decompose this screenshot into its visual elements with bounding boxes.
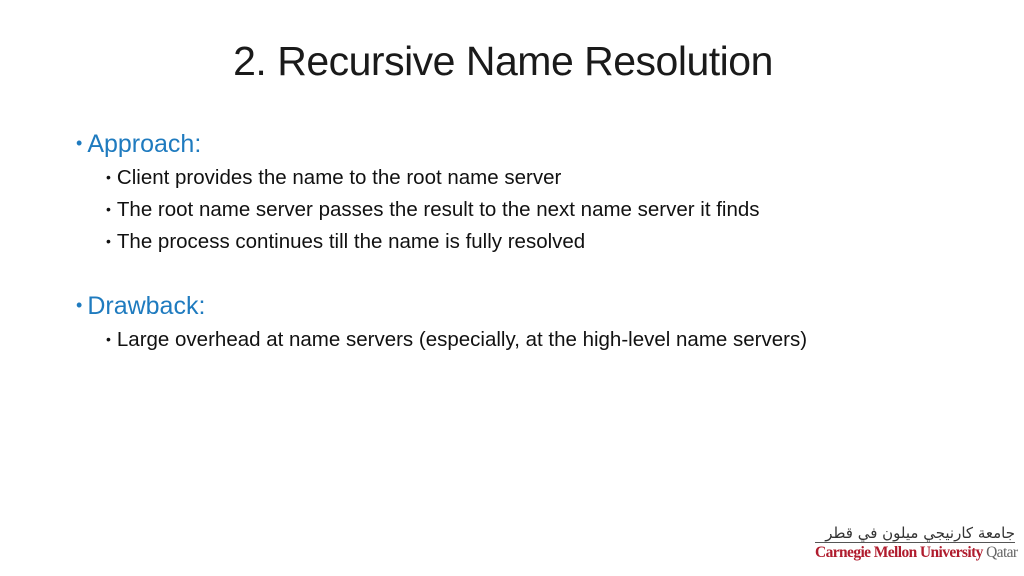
bullet-icon: • <box>106 331 111 347</box>
bullet-icon: • <box>76 133 83 153</box>
logo-english-text: Carnegie Mellon University Qatar <box>815 543 1018 563</box>
list-item-text: Client provides the name to the root nam… <box>116 166 562 189</box>
list-item: • The root name server passes the result… <box>106 194 760 226</box>
list-item-text: The process continues till the name is f… <box>116 230 586 253</box>
section-approach: • Approach: • Client provides the name t… <box>76 126 760 258</box>
list-item: • Large overhead at name servers (especi… <box>106 324 807 356</box>
list-item: • Client provides the name to the root n… <box>106 162 760 194</box>
logo-location: Qatar <box>986 544 1018 561</box>
bullet-icon: • <box>106 201 111 217</box>
bullet-icon: • <box>106 169 111 185</box>
list-item-text: Large overhead at name servers (especial… <box>116 328 808 351</box>
bullet-icon: • <box>76 295 83 315</box>
section-heading: • Drawback: <box>76 288 807 324</box>
logo-arabic-text: جامعة كارنيجي ميلون في قطر <box>815 524 1016 543</box>
heading-drawback: Drawback: <box>87 292 206 320</box>
list-item: • The process continues till the name is… <box>106 226 760 258</box>
list-item-text: The root name server passes the result t… <box>116 198 760 221</box>
slide-title: 2. Recursive Name Resolution <box>233 38 773 84</box>
heading-approach: Approach: <box>87 130 202 158</box>
section-drawback: • Drawback: • Large overhead at name ser… <box>76 288 807 356</box>
cmu-qatar-logo: جامعة كارنيجي ميلون في قطر Carnegie Mell… <box>815 524 1018 569</box>
bullet-icon: • <box>106 233 111 249</box>
logo-university-name: Carnegie Mellon University <box>815 544 983 561</box>
section-heading: • Approach: <box>76 126 760 162</box>
